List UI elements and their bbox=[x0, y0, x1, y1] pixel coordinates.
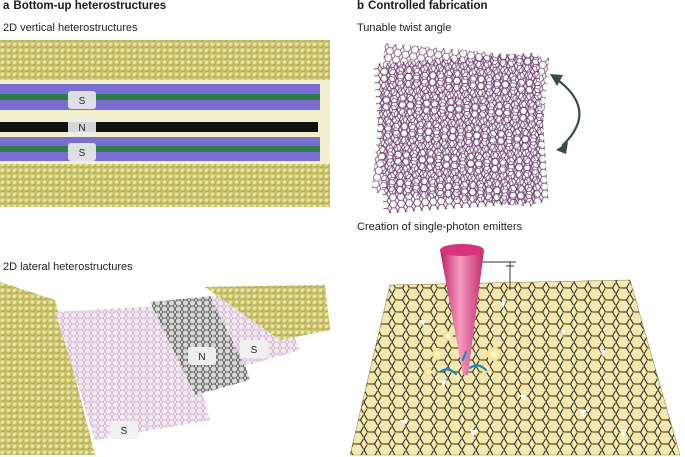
panel-b-letter: b bbox=[357, 0, 365, 12]
normal-layer bbox=[0, 122, 318, 132]
photon-emission-icon bbox=[438, 350, 488, 376]
tmd-lattice-sheet bbox=[350, 280, 680, 455]
twisted-bilayer-graphene bbox=[371, 43, 581, 214]
lateral-tag-s-right: S bbox=[240, 340, 268, 358]
rotation-arrow-icon bbox=[554, 77, 581, 147]
single-photon-emitter-setup bbox=[349, 244, 681, 456]
vertical-tag-s-bottom-text: S bbox=[79, 148, 86, 159]
panel-a-letter: a bbox=[3, 0, 10, 12]
lateral-heterostructure: S N S bbox=[0, 282, 330, 455]
panel-a-title-text: Bottom-up heterostructures bbox=[13, 0, 167, 12]
twist-angle-label: Tunable twist angle bbox=[357, 22, 452, 34]
lateral-heterostructure-label: 2D lateral heterostructures bbox=[3, 261, 133, 273]
defect-sites bbox=[400, 302, 627, 437]
graphene-sheet-top bbox=[371, 43, 550, 207]
lateral-tag-s-left: S bbox=[110, 421, 138, 439]
superconductor-layer-bottom bbox=[0, 137, 320, 161]
vertical-tag-n: N bbox=[68, 118, 96, 136]
single-photon-label: Creation of single-photon emitters bbox=[357, 221, 523, 233]
vertical-tag-s-top-text: S bbox=[79, 96, 86, 107]
vertical-tag-s-top: S bbox=[68, 91, 96, 109]
superconductor-layer-top bbox=[0, 84, 320, 110]
arrow-head-top-icon bbox=[550, 74, 563, 86]
probe-tip-top bbox=[440, 244, 484, 256]
lateral-tag-n-text: N bbox=[198, 352, 205, 363]
bottom-gold-electrode bbox=[0, 164, 330, 207]
vertical-tag-s-bottom: S bbox=[68, 143, 96, 161]
arrow-head-bottom-icon bbox=[556, 142, 568, 154]
vertical-tag-n-text: N bbox=[78, 123, 85, 134]
panel-b-title-text: Controlled fabrication bbox=[368, 0, 488, 12]
probe-tip bbox=[440, 245, 484, 375]
lateral-tag-s-right-text: S bbox=[251, 345, 258, 356]
top-gold-electrode bbox=[0, 40, 330, 80]
vertical-heterostructure: S N S bbox=[0, 40, 330, 207]
lateral-tag-s-left-text: S bbox=[121, 426, 128, 437]
lateral-tag-n: N bbox=[188, 347, 216, 365]
vertical-heterostructure-label: 2D vertical heterostructures bbox=[3, 22, 138, 34]
